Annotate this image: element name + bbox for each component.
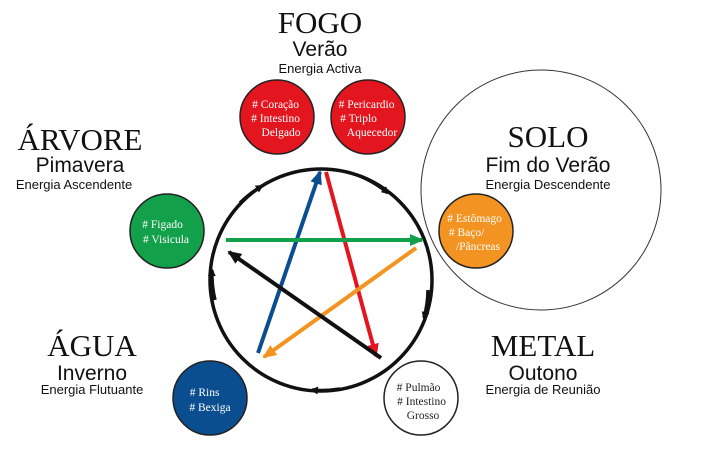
svg-text:# Figado # Visicula: # Figado # Visicula: [142, 219, 189, 246]
svg-text:# Pericardio # Triplo: # Pericardio # Triplo Aquecedor: [339, 99, 398, 139]
svg-text:# Estômago # Baço/: # Estômago # Baço/ /Pâncreas: [447, 213, 505, 253]
svg-text:Energia Activa: Energia Activa: [278, 61, 362, 76]
label-solo: SOLO Fim do Verão Energia Descendente: [485, 119, 610, 192]
arrow-water-to-fire: [256, 170, 322, 354]
svg-text:Energia Flutuante: Energia Flutuante: [41, 382, 144, 397]
svg-text:Outono: Outono: [509, 362, 578, 385]
svg-text:Energia de Reunião: Energia de Reunião: [486, 382, 601, 397]
svg-text:ÁRVORE: ÁRVORE: [18, 122, 143, 157]
arrow-metal-to-wood: [227, 250, 383, 360]
organ-estomago: # Estômago # Baço/ /Pâncreas: [438, 193, 514, 269]
label-fogo: FOGO Verão Energia Activa: [278, 5, 363, 76]
svg-text:Energia Ascendente: Energia Ascendente: [16, 177, 132, 192]
organ-coracao: # Coração # Intestino Delgado: [239, 79, 315, 155]
svg-text:# Coração # Intestino: # Coração # Intestino Delgado: [251, 99, 303, 139]
label-metal: METAL Outono Energia de Reunião: [486, 328, 601, 397]
arrow-earth-to-water: [262, 246, 418, 359]
svg-text:FOGO: FOGO: [278, 5, 362, 40]
solo-highlight-circle: [420, 69, 662, 311]
svg-text:METAL: METAL: [491, 328, 595, 363]
svg-text:Inverno: Inverno: [57, 362, 127, 385]
organ-rins: # Rins # Bexiga: [172, 360, 248, 436]
svg-text:# Pulmão # Intestino: # Pulmão # Intestino Grosso: [397, 382, 449, 422]
svg-text:SOLO: SOLO: [508, 119, 589, 154]
label-arvore: ÁRVORE Pimavera Energia Ascendente: [16, 122, 143, 192]
svg-text:Fim do Verão: Fim do Verão: [486, 154, 611, 177]
organ-pulmao: # Pulmão # Intestino Grosso: [383, 360, 459, 436]
generation-cycle: [207, 167, 434, 395]
arrow-fire-to-metal: [324, 171, 379, 358]
svg-text:Verão: Verão: [293, 38, 348, 61]
label-agua: ÁGUA Inverno Energia Flutuante: [41, 328, 144, 397]
svg-text:Energia Descendente: Energia Descendente: [485, 177, 610, 192]
organ-figado: # Figado # Visicula: [129, 193, 205, 269]
organ-pericardio: # Pericardio # Triplo Aquecedor: [330, 79, 406, 155]
svg-text:# Rins # Bexiga: # Rins # Bexiga: [189, 387, 230, 414]
svg-text:Pimavera: Pimavera: [36, 154, 125, 177]
svg-text:ÁGUA: ÁGUA: [47, 328, 137, 363]
